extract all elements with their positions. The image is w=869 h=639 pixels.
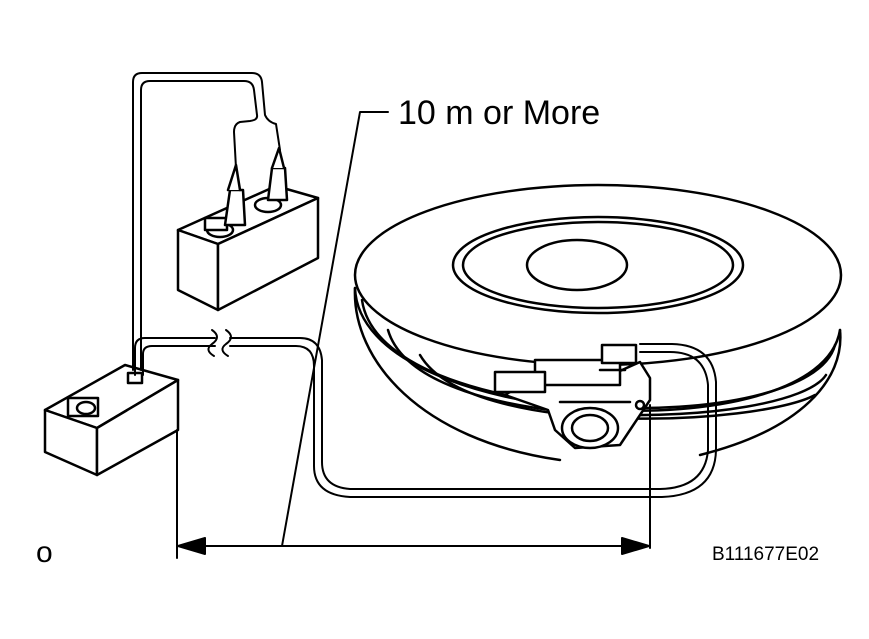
distance-dimension <box>176 111 651 559</box>
battery-icon <box>176 146 320 312</box>
deployment-tool-icon <box>43 363 180 477</box>
distance-label: 10 m or More <box>398 94 600 132</box>
wire-break-icon <box>207 329 232 357</box>
wire-harness <box>132 72 717 498</box>
corner-mark: o <box>36 536 53 569</box>
figure-code: B111677E02 <box>712 544 819 565</box>
tire-icon <box>353 183 843 462</box>
airbag-module-icon <box>493 343 652 450</box>
